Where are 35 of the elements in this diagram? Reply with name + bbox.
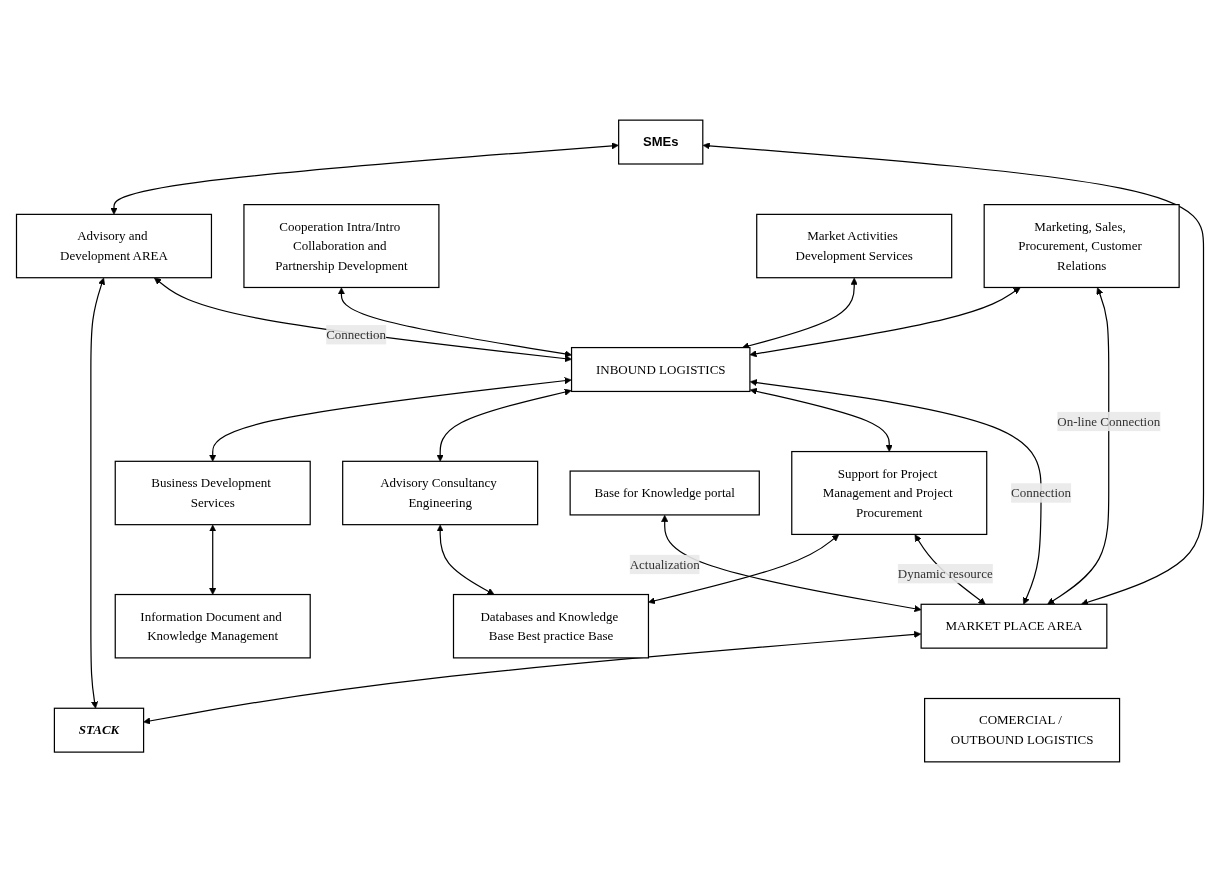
arrow [337, 286, 572, 357]
node-box: SMEs [618, 119, 704, 165]
edge-label: Connection [1011, 485, 1072, 499]
arrow [436, 388, 572, 462]
edge-label: Actualization [629, 556, 700, 571]
node-box: Advisory Consultancy Engineering [342, 460, 539, 525]
edge-label: On-line Connection [1057, 413, 1161, 428]
arrow [749, 286, 1021, 357]
node-box: Advisory and Development AREA [15, 213, 213, 278]
node-box: Cooperation Intra/Intro Collaboration and Partnership Development [243, 203, 440, 288]
node-box: MARKET PLACE AREA [920, 603, 1108, 649]
arrow [209, 376, 572, 462]
arrow [209, 524, 217, 595]
node-box: COMERCIAL / OUTBOUND LOGISTICS [924, 697, 1121, 762]
node-box: Business Development Services [114, 460, 311, 525]
edge-label: Dynamic resource [897, 565, 993, 580]
node-box: Base for Knowledge portal [569, 469, 760, 516]
arrow [742, 277, 858, 349]
arrow [661, 514, 922, 612]
arrow [749, 387, 893, 452]
arrow [110, 141, 619, 215]
node-box: Marketing, Sales, Procurement, Customer Relations [983, 203, 1180, 288]
node-box: Databases and Knowledge Base Best practice Base [452, 593, 650, 658]
edge-label: Connection [326, 326, 387, 341]
arrow [648, 533, 840, 604]
node-box: STACK [53, 707, 145, 753]
node-box: Market Activities Development Services [756, 213, 953, 278]
arrow [90, 277, 106, 709]
arrow [436, 524, 495, 595]
node-box: Support for Project Management and Project Procurement [791, 450, 988, 535]
arrow [143, 630, 922, 724]
node-box: Information Document and Knowledge Management [114, 593, 311, 658]
node-box: INBOUND LOGISTICS [570, 346, 751, 392]
arrow [1047, 286, 1110, 605]
arrow [154, 277, 572, 362]
